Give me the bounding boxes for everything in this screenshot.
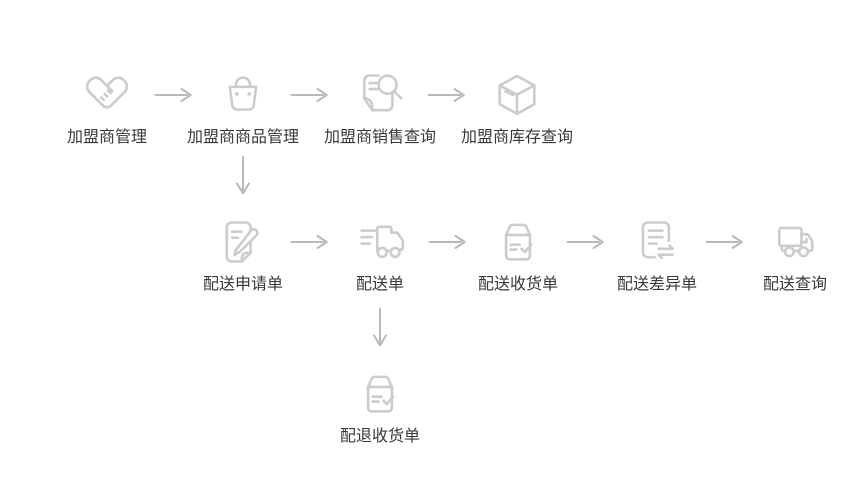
arrow-right-icon <box>426 86 470 104</box>
node-delivery-application-form[interactable]: 配送申请单 <box>203 216 283 295</box>
node-franchisee-sales-query[interactable]: 加盟商销售查询 <box>324 69 436 148</box>
node-label: 加盟商库存查询 <box>460 129 574 146</box>
truck-fast-icon <box>354 216 406 268</box>
edit-note-icon <box>217 216 269 268</box>
node-label: 配退收货单 <box>339 428 421 445</box>
arrow-right-icon <box>289 86 333 104</box>
box-truck-icon <box>769 216 821 268</box>
shopping-bag-icon <box>217 69 269 121</box>
cube-icon <box>491 69 543 121</box>
arrow-right-icon <box>289 233 333 251</box>
node-label: 加盟商管理 <box>66 129 148 146</box>
arrow-right-icon <box>704 233 748 251</box>
package-check-icon <box>492 216 544 268</box>
arrow-right-icon <box>153 86 197 104</box>
node-delivery-query[interactable]: 配送查询 <box>763 216 827 295</box>
node-return-receipt-form[interactable]: 配退收货单 <box>340 368 420 447</box>
node-franchisee-product-management[interactable]: 加盟商商品管理 <box>187 69 299 148</box>
document-search-icon <box>354 69 406 121</box>
node-label: 配送差异单 <box>616 276 698 293</box>
arrow-right-icon <box>427 233 471 251</box>
arrow-down-icon <box>371 306 389 352</box>
node-label: 配送单 <box>355 276 404 293</box>
node-delivery-receipt-form[interactable]: 配送收货单 <box>478 216 558 295</box>
node-franchisee-management[interactable]: 加盟商管理 <box>67 69 147 148</box>
node-label: 配送申请单 <box>202 276 284 293</box>
node-label: 配送查询 <box>762 276 828 293</box>
node-label: 配送收货单 <box>477 276 559 293</box>
arrow-down-icon <box>234 154 252 200</box>
node-delivery-order[interactable]: 配送单 <box>354 216 406 295</box>
node-label: 加盟商商品管理 <box>186 129 300 146</box>
arrow-right-icon <box>565 233 609 251</box>
handshake-icon <box>81 69 133 121</box>
node-label: 加盟商销售查询 <box>323 129 437 146</box>
node-franchisee-inventory-query[interactable]: 加盟商库存查询 <box>461 69 573 148</box>
node-delivery-difference-form[interactable]: 配送差异单 <box>617 216 697 295</box>
document-swap-icon <box>631 216 683 268</box>
package-check-icon <box>354 368 406 420</box>
